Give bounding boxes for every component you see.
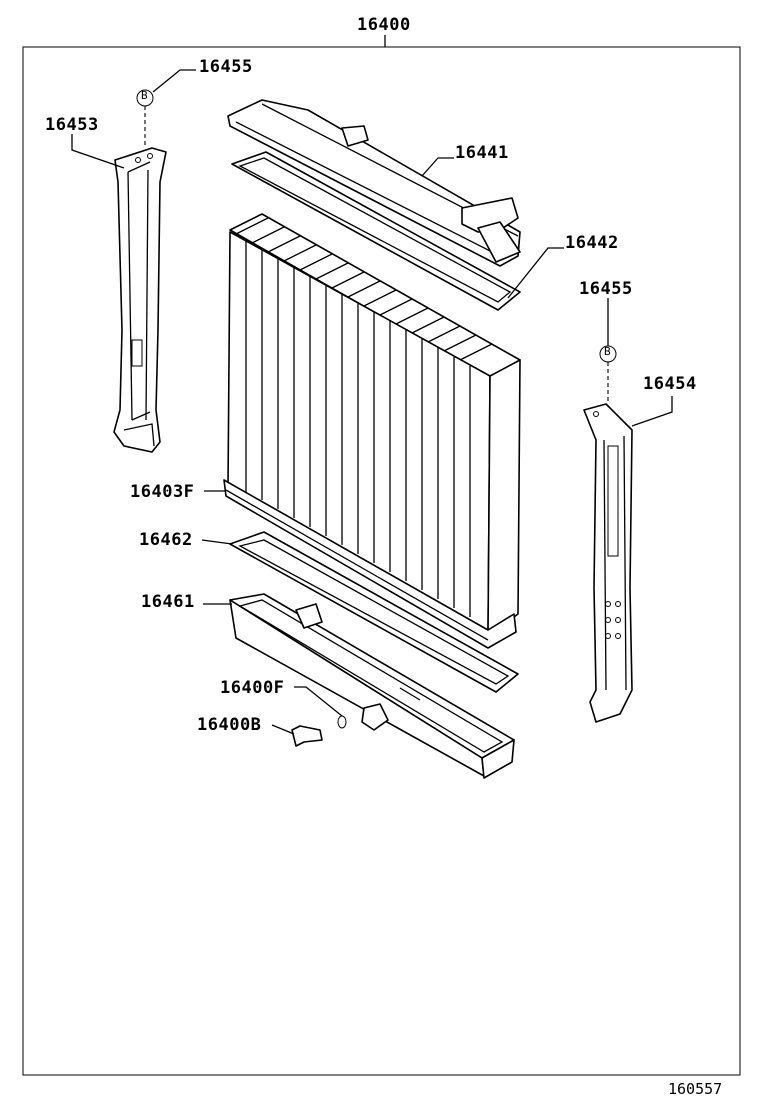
label-lower-gasket: 16462 [138, 530, 194, 550]
leader-support-left [71, 134, 125, 169]
leader-upper-tank [421, 157, 455, 177]
upper-tank [227, 99, 521, 267]
leader-drain-gasket [294, 686, 343, 717]
core-tubes [245, 240, 471, 617]
label-bolt-right: 16455 [578, 279, 634, 299]
bolt-right-letter: B [604, 345, 611, 358]
drain-cock [291, 725, 323, 747]
radiator-core [223, 213, 521, 649]
drain-gasket [337, 715, 347, 729]
leader-bolt-left [152, 69, 196, 93]
label-core: 16403F [129, 482, 196, 502]
lower-tank [229, 593, 515, 779]
label-lower-tank: 16461 [140, 592, 196, 612]
right-support-bracket [583, 403, 633, 723]
leader-upper-gasket [507, 247, 565, 299]
bolt-left-letter: B [141, 89, 148, 102]
upper-gasket [231, 151, 521, 311]
label-drain-gasket: 16400F [219, 678, 286, 698]
left-support-bracket [113, 147, 167, 453]
label-bolt-left: 16455 [198, 57, 254, 77]
leader-support-right [631, 396, 673, 427]
label-upper-tank: 16441 [454, 143, 510, 163]
leader-drain-cock [271, 724, 295, 735]
label-drain-cock: 16400B [196, 715, 263, 735]
figure-number: 160557 [668, 1080, 723, 1098]
label-support-left: 16453 [44, 115, 100, 135]
leader-lower-gasket [201, 539, 233, 545]
label-assembly: 16400 [356, 15, 412, 35]
label-upper-gasket: 16442 [564, 233, 620, 253]
assembly-frame [22, 46, 741, 1076]
lower-gasket [229, 531, 519, 693]
label-support-right: 16454 [642, 374, 698, 394]
